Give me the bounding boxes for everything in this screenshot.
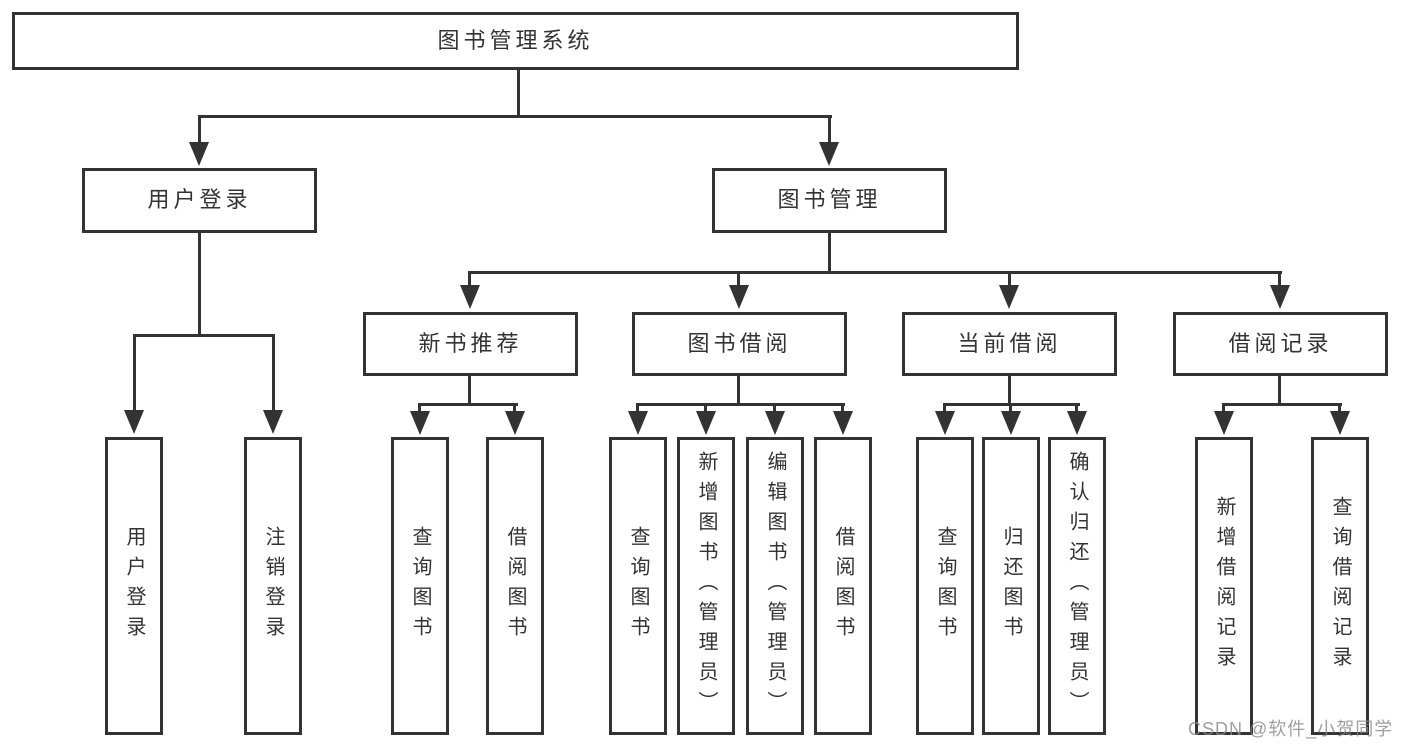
leaf-edit-books-admin: 编辑图书（管理员） (746, 437, 804, 735)
leaf-borrow-books: 借阅图书 (814, 437, 872, 735)
arrowhead-icon (935, 411, 955, 435)
node-label: 新书推荐 (418, 330, 523, 356)
connector-line (198, 115, 832, 118)
leaf-query-books-current: 查询图书 (916, 437, 974, 735)
arrowhead-icon (1001, 411, 1021, 435)
arrowhead-icon (505, 411, 525, 435)
leaf-confirm-return-admin: 确认归还（管理员） (1048, 437, 1106, 735)
connector-line (1278, 376, 1281, 405)
node-book-management: 图书管理 (712, 168, 947, 233)
connector-line (841, 404, 844, 414)
leaf-query-borrow-record: 查询借阅记录 (1311, 437, 1369, 735)
leaf-label: 查询图书 (627, 526, 649, 646)
node-label: 图书管理系统 (437, 27, 594, 53)
connector-line (828, 233, 831, 273)
connector-line (1075, 404, 1078, 414)
leaf-query-books-recommend: 查询图书 (391, 437, 449, 735)
leaf-label: 确认归还（管理员） (1066, 451, 1088, 721)
connector-line (513, 404, 516, 414)
connector-line (1222, 403, 1342, 406)
connector-line (517, 69, 520, 117)
node-borrowing-records: 借阅记录 (1173, 312, 1388, 376)
leaf-logout: 注销登录 (244, 437, 302, 735)
arrowhead-icon (1270, 285, 1290, 309)
connector-line (737, 272, 740, 287)
leaf-add-books-admin: 新增图书（管理员） (677, 437, 735, 735)
leaf-label: 新增图书（管理员） (695, 451, 717, 721)
node-label: 借阅记录 (1228, 330, 1333, 356)
connector-line (468, 272, 471, 287)
node-user-login: 用户登录 (82, 168, 317, 233)
connector-line (468, 376, 471, 405)
leaf-label: 归还图书 (1000, 526, 1022, 646)
connector-line (198, 233, 201, 336)
leaf-return-books: 归还图书 (982, 437, 1040, 735)
node-label: 用户登录 (147, 187, 252, 213)
connector-line (1338, 404, 1341, 414)
connector-line (198, 116, 201, 144)
node-label: 图书管理 (777, 187, 882, 213)
arrowhead-icon (410, 411, 430, 435)
connector-line (1008, 272, 1011, 287)
connector-line (1008, 376, 1011, 405)
connector-line (133, 334, 275, 337)
connector-line (828, 116, 831, 144)
csdn-watermark: CSDN @软件_小贺同学 (1188, 719, 1394, 739)
leaf-label: 注销登录 (262, 526, 284, 646)
arrowhead-icon (819, 142, 839, 166)
arrowhead-icon (765, 411, 785, 435)
arrowhead-icon (999, 285, 1019, 309)
arrowhead-icon (189, 142, 209, 166)
arrowhead-icon (124, 410, 144, 434)
node-label: 当前借阅 (957, 330, 1062, 356)
connector-line (943, 404, 946, 414)
connector-line (737, 376, 740, 405)
leaf-add-borrow-record: 新增借阅记录 (1195, 437, 1253, 735)
connector-line (1009, 404, 1012, 414)
connector-line (1278, 272, 1281, 287)
leaf-label: 借阅图书 (504, 526, 526, 646)
arrowhead-icon (460, 285, 480, 309)
leaf-query-books-borrow: 查询图书 (609, 437, 667, 735)
arrowhead-icon (1330, 411, 1350, 435)
leaf-label: 查询图书 (409, 526, 431, 646)
connector-line (133, 335, 136, 413)
connector-line (704, 404, 707, 414)
connector-line (418, 403, 518, 406)
arrowhead-icon (628, 411, 648, 435)
arrowhead-icon (729, 285, 749, 309)
connector-line (773, 404, 776, 414)
arrowhead-icon (1214, 411, 1234, 435)
connector-line (1222, 404, 1225, 414)
arrowhead-icon (696, 411, 716, 435)
leaf-label: 查询借阅记录 (1329, 496, 1351, 676)
leaf-label: 用户登录 (123, 526, 145, 646)
arrowhead-icon (1067, 411, 1087, 435)
node-label: 图书借阅 (687, 330, 792, 356)
leaf-label: 新增借阅记录 (1213, 496, 1235, 676)
node-new-book-recommend: 新书推荐 (363, 312, 578, 376)
node-current-borrowing: 当前借阅 (902, 312, 1117, 376)
connector-line (272, 335, 275, 413)
arrowhead-icon (263, 410, 283, 434)
leaf-borrow-books-recommend: 借阅图书 (486, 437, 544, 735)
node-book-borrowing: 图书借阅 (632, 312, 847, 376)
connector-line (418, 404, 421, 414)
leaf-label: 查询图书 (934, 526, 956, 646)
connector-line (468, 271, 1282, 274)
connector-line (636, 404, 639, 414)
leaf-label: 借阅图书 (832, 526, 854, 646)
connector-line (636, 403, 845, 406)
arrowhead-icon (833, 411, 853, 435)
leaf-label: 编辑图书（管理员） (764, 451, 786, 721)
node-library-management-system: 图书管理系统 (12, 12, 1019, 70)
leaf-user-login: 用户登录 (105, 437, 163, 735)
